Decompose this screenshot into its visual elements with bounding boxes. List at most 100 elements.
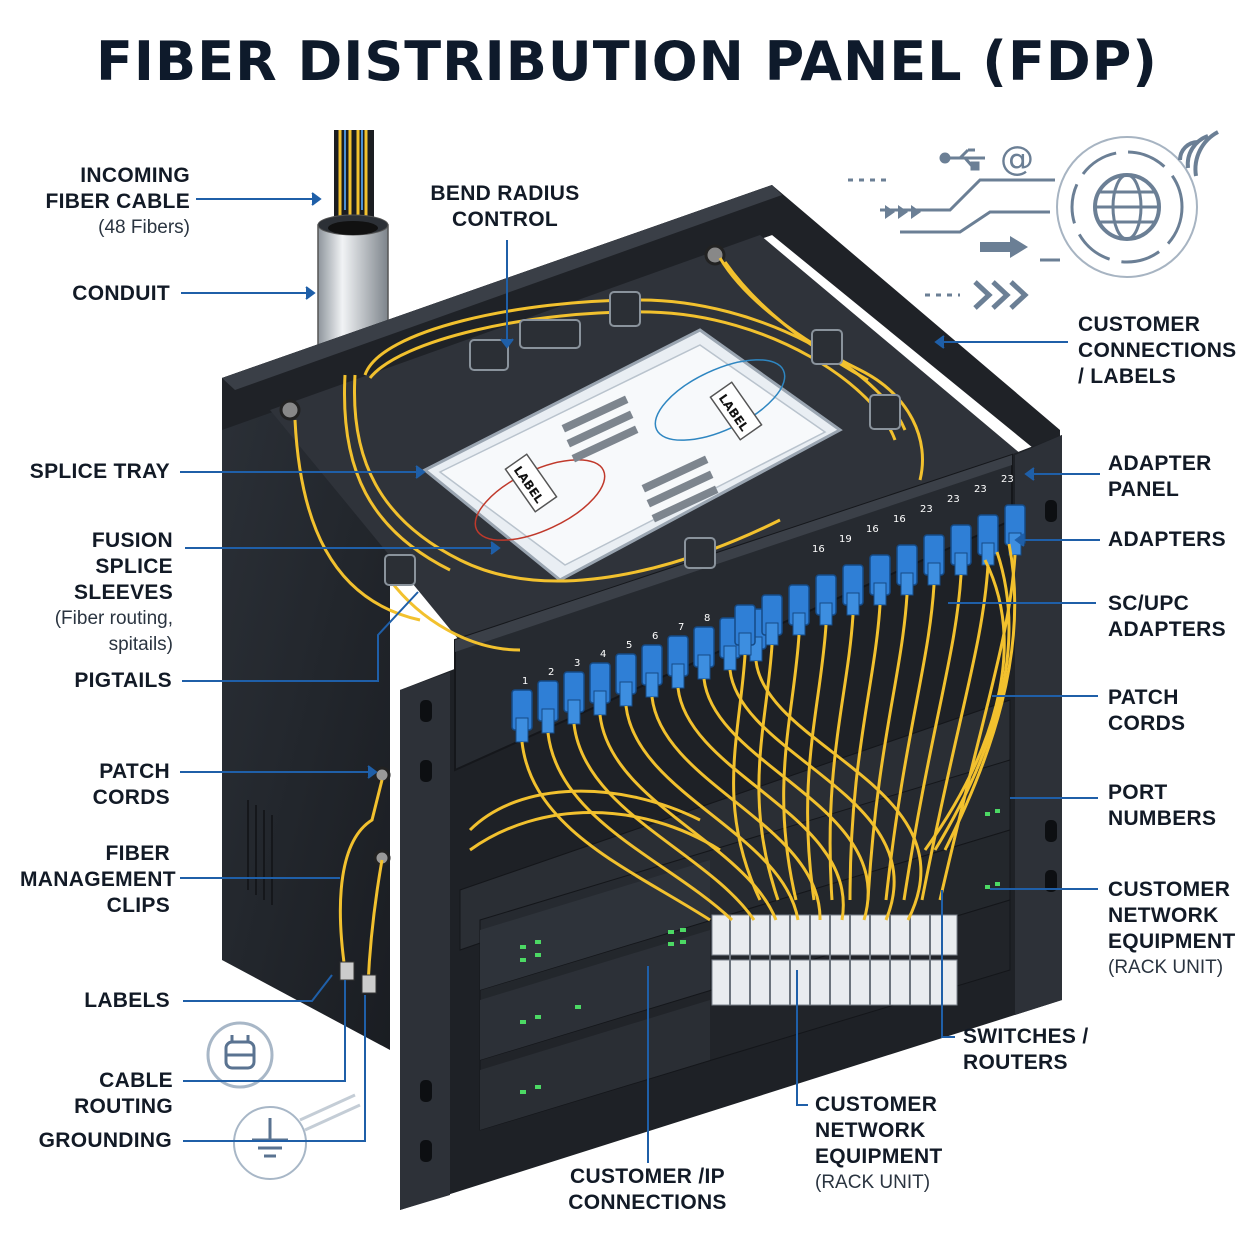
patch-cord bbox=[728, 669, 896, 921]
port-number: 16 bbox=[812, 544, 825, 555]
grounding-wire bbox=[338, 779, 384, 994]
callout-line-1: CUSTOMER bbox=[1108, 878, 1231, 901]
ground-icon bbox=[233, 1093, 361, 1180]
wifi-icon bbox=[1178, 130, 1219, 177]
sc-adapter bbox=[977, 514, 999, 566]
callout-line-1: GROUNDING bbox=[38, 1129, 172, 1152]
callout-line-3: CLIPS bbox=[106, 894, 170, 917]
port-number: 16 bbox=[893, 514, 906, 525]
callout-fusion-splice-sleeves: FUSION SPLICE SLEEVES (Fiber routing, sp… bbox=[20, 528, 173, 658]
callout-line-2: NETWORK bbox=[815, 1119, 926, 1142]
patch-cord bbox=[757, 644, 780, 901]
callout-line-2: CONTROL bbox=[452, 208, 558, 231]
callout-cable-routing: CABLE ROUTING bbox=[10, 1068, 173, 1120]
patch-cord bbox=[676, 687, 845, 921]
callout-line-3: / LABELS bbox=[1078, 365, 1177, 388]
callout-sub-1: (Fiber routing, bbox=[54, 608, 173, 629]
callout-patch-cords-right: PATCH CORDS bbox=[1108, 685, 1248, 737]
callout-customer-network-equipment-bottom: CUSTOMER NETWORK EQUIPMENT (RACK UNIT) bbox=[815, 1092, 955, 1196]
patch-cord bbox=[933, 551, 1011, 851]
callout-customer-connections-labels: CUSTOMER CONNECTIONS / LABELS bbox=[1078, 312, 1248, 390]
callout-splice-tray: SPLICE TRAY bbox=[20, 459, 170, 485]
port-number: 19 bbox=[839, 534, 852, 545]
callout-line-1: ADAPTERS bbox=[1108, 528, 1226, 551]
port-number: 23 bbox=[974, 484, 987, 495]
callout-line-2: MANAGEMENT bbox=[20, 868, 176, 891]
callout-line-1: SC/UPC bbox=[1108, 592, 1190, 615]
patch-cord bbox=[884, 584, 936, 901]
callout-line-2: NUMBERS bbox=[1108, 807, 1217, 830]
callout-line-1: CUSTOMER bbox=[815, 1093, 938, 1116]
callout-pigtails: PIGTAILS bbox=[20, 668, 172, 694]
port-number: 3 bbox=[574, 658, 580, 669]
callout-grounding: GROUNDING bbox=[20, 1128, 172, 1154]
bend-radius-clips bbox=[384, 291, 901, 586]
patch-cords bbox=[520, 543, 1017, 922]
callout-patch-cords-left: PATCH CORDS bbox=[20, 759, 170, 811]
callout-line-1: ADAPTER bbox=[1108, 452, 1212, 475]
port-number: 5 bbox=[626, 640, 632, 651]
callout-bend-radius-control: BEND RADIUS CONTROL bbox=[425, 181, 585, 233]
splice-tray: LABEL LABEL bbox=[422, 328, 843, 582]
port-number: 23 bbox=[1001, 474, 1014, 485]
callout-line-3: EQUIPMENT bbox=[815, 1145, 943, 1168]
fusion-splice-sleeves bbox=[561, 395, 719, 523]
port-number: 7 bbox=[678, 622, 684, 633]
callout-customer-ip-connections: CUSTOMER /IP CONNECTIONS bbox=[565, 1164, 730, 1216]
callout-line-2: ROUTERS bbox=[963, 1051, 1068, 1074]
patch-cord bbox=[732, 654, 762, 901]
patch-cord bbox=[702, 678, 870, 921]
sc-adapter bbox=[950, 524, 972, 576]
callout-line-1: FUSION SPLICE bbox=[91, 529, 173, 578]
globe-icon bbox=[1056, 136, 1198, 278]
callout-line-2: FIBER CABLE bbox=[45, 190, 190, 213]
patch-cord bbox=[938, 554, 1017, 901]
callout-line-1: CABLE ROUTING bbox=[74, 1069, 173, 1118]
callout-fiber-management-clips: FIBER MANAGEMENT CLIPS bbox=[20, 841, 176, 919]
sc-adapter bbox=[537, 680, 559, 734]
callout-line-1: LABELS bbox=[84, 989, 170, 1012]
patch-cord bbox=[923, 559, 1006, 851]
callout-sc-upc-adapters: SC/UPC ADAPTERS bbox=[1108, 591, 1248, 643]
patch-cord bbox=[806, 624, 828, 901]
callout-line-2: NETWORK bbox=[1108, 904, 1219, 927]
port-number: 16 bbox=[866, 524, 879, 535]
cable-routing-icon bbox=[206, 1021, 274, 1089]
patch-cord bbox=[828, 614, 855, 901]
sc-adapter bbox=[761, 594, 783, 646]
at-icon: @ bbox=[1000, 139, 1034, 179]
callout-port-numbers: PORT NUMBERS bbox=[1108, 780, 1248, 832]
callout-line-2: CONNECTIONS bbox=[1078, 339, 1237, 362]
callout-sub: (RACK UNIT) bbox=[815, 1172, 931, 1193]
patch-cord bbox=[598, 714, 778, 921]
patch-cord bbox=[546, 732, 734, 922]
patch-cord bbox=[754, 660, 923, 921]
patch-cord bbox=[848, 604, 882, 901]
sc-adapter bbox=[563, 671, 585, 725]
adapters-row bbox=[511, 608, 767, 743]
callout-line-1: CONDUIT bbox=[72, 282, 170, 305]
callout-sub: (RACK UNIT) bbox=[1108, 957, 1224, 978]
sc-adapter bbox=[923, 534, 945, 586]
patch-cord bbox=[624, 705, 800, 921]
callout-line-2: SLEEVES bbox=[74, 581, 173, 604]
callout-line-1: SWITCHES / bbox=[963, 1025, 1089, 1048]
sc-adapter bbox=[615, 653, 637, 707]
callout-line-2: CONNECTIONS bbox=[568, 1191, 727, 1214]
callout-adapters: ADAPTERS bbox=[1108, 527, 1248, 553]
incoming-fiber-cable bbox=[334, 130, 374, 220]
callout-line-3: EQUIPMENT bbox=[1108, 930, 1236, 953]
callout-switches-routers: SWITCHES / ROUTERS bbox=[963, 1024, 1103, 1076]
callout-customer-network-equipment-right: CUSTOMER NETWORK EQUIPMENT (RACK UNIT) bbox=[1108, 877, 1248, 981]
callout-line-2: ADAPTERS bbox=[1108, 618, 1226, 641]
sc-adapter bbox=[815, 574, 837, 626]
patch-cord bbox=[572, 723, 756, 921]
callout-line-2: PANEL bbox=[1108, 478, 1180, 501]
patch-cord bbox=[866, 594, 909, 901]
page-title: FIBER DISTRIBUTION PANEL (FDP) bbox=[96, 30, 1158, 93]
usb-icon bbox=[939, 148, 985, 171]
port-number: 23 bbox=[947, 494, 960, 505]
callout-lines bbox=[180, 192, 1100, 1163]
